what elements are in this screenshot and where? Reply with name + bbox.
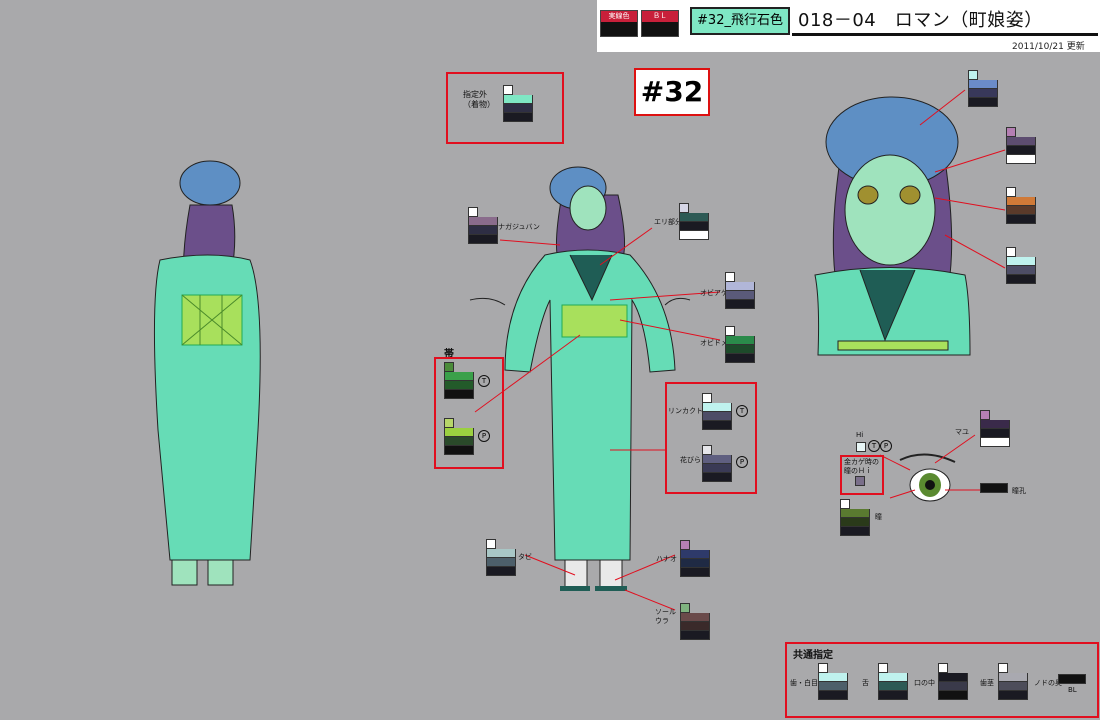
obidome-label: オビドメ <box>700 339 728 347</box>
obi-chip-p <box>444 418 474 455</box>
nodo-label: ノドの奥 <box>1034 679 1062 687</box>
back-view-figure <box>153 160 261 586</box>
kimono-outside-label: 指定外 （着物） <box>463 90 495 109</box>
obidome-chip <box>725 326 755 363</box>
hairclip-chip <box>1006 187 1036 224</box>
kuchi-chip <box>938 663 968 700</box>
header-bar: 実線色 ＢＬ <box>597 0 1100 52</box>
episode-tag: #32_飛行石色 <box>690 7 790 35</box>
bl-color-swatch: ＢＬ <box>641 10 679 37</box>
hi-chip <box>856 442 866 452</box>
hanao-chip <box>680 540 710 577</box>
page-title: 018－04 ロマン（町娘姿） <box>798 10 1043 31</box>
nodo-bl-label: BL <box>1068 686 1077 694</box>
common-spec-title: 共通指定 <box>793 650 833 661</box>
mayu-chip <box>980 410 1010 447</box>
line-color-label: 実線色 <box>601 11 637 22</box>
tabi-label: タビ <box>518 553 532 561</box>
obi-mark-p: P <box>478 430 490 442</box>
line-color-swatch: 実線色 <box>600 10 638 37</box>
episode-number: #32 <box>634 68 710 116</box>
kage-hi-box <box>840 455 884 495</box>
kimono-outside-chip <box>503 85 533 122</box>
sole-chip <box>680 603 710 640</box>
kuchi-label: 口の中 <box>914 679 935 687</box>
obiage-chip <box>725 272 755 309</box>
doukou-label: 瞳孔 <box>1012 487 1026 495</box>
hitomi-chip <box>840 499 870 536</box>
hanabira-mark-p: P <box>736 456 748 468</box>
doukou-chip <box>980 483 1008 493</box>
shita-label: 舌 <box>862 679 869 687</box>
hi-label: Hi <box>856 431 864 439</box>
skin-chip <box>1006 247 1036 284</box>
face-closeup-figure <box>814 96 971 356</box>
kage-hi-chip <box>855 476 865 486</box>
bl-color-label: ＢＬ <box>642 11 678 22</box>
obiage-label: オビアゲ <box>700 289 728 297</box>
obi-chip-t <box>444 362 474 399</box>
rinkaku-label: リンカクトレス <box>668 407 717 415</box>
hanao-label: ハナオ <box>656 555 677 563</box>
common-spec-box <box>785 642 1099 718</box>
mayu-label: マユ <box>955 428 969 436</box>
hitomi-label: 瞳 <box>875 513 882 521</box>
kage-hi-label: 金カゲ時の 瞳のＨｉ <box>844 458 879 475</box>
eri-chip <box>679 203 709 240</box>
hi-mark-t: T <box>868 440 880 452</box>
kimono-outside-box <box>446 72 564 144</box>
sole-label: ソール ウラ <box>655 608 676 625</box>
hi-mark-p: P <box>880 440 892 452</box>
eye-detail-figure <box>899 453 956 502</box>
ha-chip <box>818 663 848 700</box>
obi-box <box>434 357 504 469</box>
ha-label: 歯・白目 <box>790 679 818 687</box>
eri-label: エリ部分 <box>654 218 682 226</box>
update-date: 2011/10/21 更新 <box>1012 42 1085 52</box>
obi-mark-t: T <box>478 375 490 387</box>
rinkaku-mark-t: T <box>736 405 748 417</box>
nodo-chip <box>1058 674 1086 684</box>
hat-chip <box>968 70 998 107</box>
tabi-chip <box>486 539 516 576</box>
hanabira-label: 花びら <box>680 456 701 464</box>
leader-lines <box>474 89 1006 611</box>
rinkaku-chip <box>702 393 732 430</box>
hanabira-chip <box>702 445 732 482</box>
obi-title: 帯 <box>444 349 454 360</box>
front-view-figure <box>469 166 691 591</box>
title-underline <box>792 33 1098 36</box>
haguki-chip <box>998 663 1028 700</box>
nagajuban-chip <box>468 207 498 244</box>
haguki-label: 歯茎 <box>980 679 994 687</box>
hair-chip <box>1006 127 1036 164</box>
nagajuban-label: ナガジュバン <box>498 223 540 231</box>
pattern-box <box>665 382 757 494</box>
shita-chip <box>878 663 908 700</box>
